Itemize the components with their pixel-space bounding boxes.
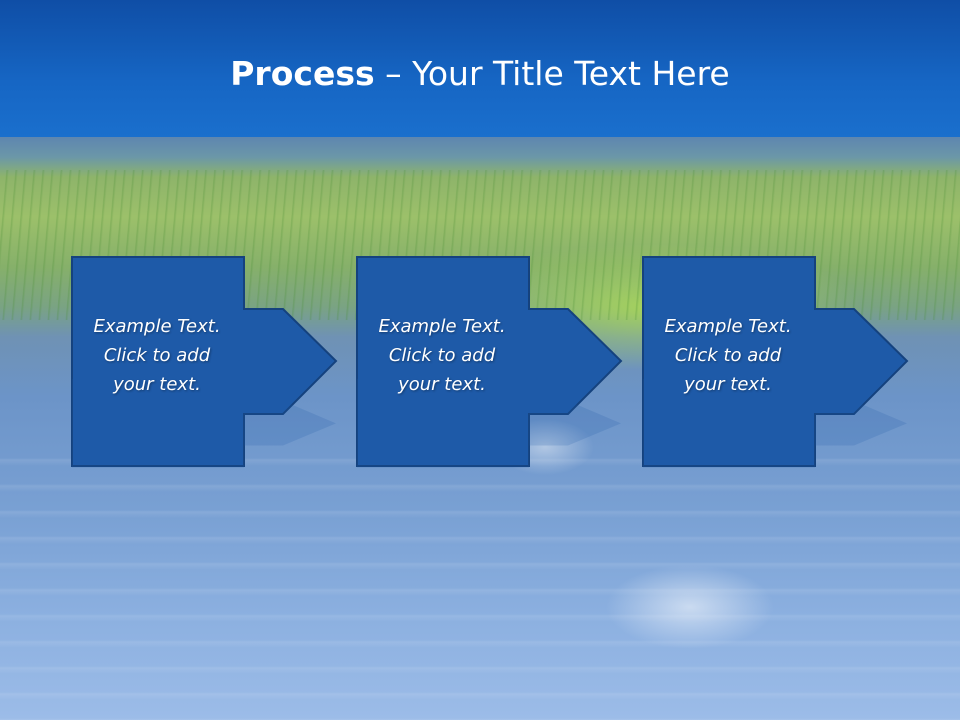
slide-title-rest: – Your Title Text Here xyxy=(374,54,730,93)
step-1-line-1: Example Text. xyxy=(93,316,221,337)
step-1-line-3: your text. xyxy=(113,374,201,395)
step-2-line-2: Click to add xyxy=(388,345,496,366)
step-2-line-3: your text. xyxy=(398,374,486,395)
step-3-line-2: Click to add xyxy=(674,345,782,366)
title-bar: Process – Your Title Text Here xyxy=(0,0,960,137)
arrow-box-reflection xyxy=(643,378,907,468)
step-2-line-1: Example Text. xyxy=(378,316,506,337)
arrow-box-reflection xyxy=(72,378,336,468)
process-step-3[interactable]: Example Text. Click to add your text. xyxy=(642,256,912,468)
step-1-line-2: Click to add xyxy=(103,345,211,366)
step-3-line-3: your text. xyxy=(684,374,772,395)
process-step-2[interactable]: Example Text. Click to add your text. xyxy=(356,256,626,468)
step-3-text[interactable]: Example Text. Click to add your text. xyxy=(642,312,814,399)
arrow-box-shape xyxy=(356,256,623,467)
process-step-1[interactable]: Example Text. Click to add your text. xyxy=(71,256,341,468)
arrow-box-shape xyxy=(642,256,909,467)
slide-title-bold: Process xyxy=(230,54,375,93)
slide-title[interactable]: Process – Your Title Text Here xyxy=(0,52,960,96)
step-2-text[interactable]: Example Text. Click to add your text. xyxy=(356,312,528,399)
step-3-line-1: Example Text. xyxy=(664,316,792,337)
step-1-text[interactable]: Example Text. Click to add your text. xyxy=(71,312,243,399)
water-reflection-texture xyxy=(0,440,960,720)
arrow-box-shape xyxy=(71,256,338,467)
arrow-box-reflection xyxy=(357,378,621,468)
